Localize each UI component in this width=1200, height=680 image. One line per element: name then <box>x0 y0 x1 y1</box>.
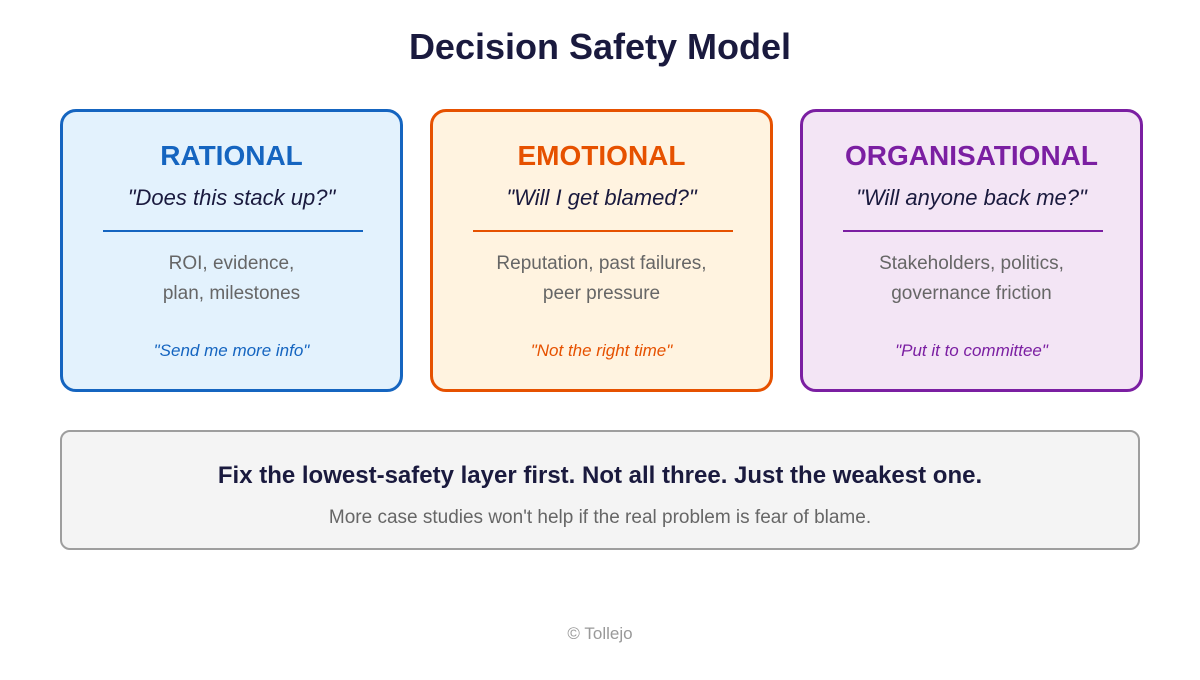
summary-box: Fix the lowest-safety layer first. Not a… <box>60 430 1140 550</box>
summary-heading: Fix the lowest-safety layer first. Not a… <box>217 462 983 489</box>
divider <box>843 230 1103 232</box>
copyright-footer: © Tollejo <box>567 624 633 643</box>
card-title: EMOTIONAL <box>517 140 686 171</box>
card-description: Reputation, past failures, peer pressure <box>433 249 770 309</box>
card-tagline: "Send me more info" <box>153 341 310 360</box>
description-line: ROI, evidence, <box>168 253 295 274</box>
divider <box>473 230 733 232</box>
description-line: governance friction <box>891 283 1052 304</box>
card-question: "Will anyone back me?" <box>856 185 1087 210</box>
card-title: ORGANISATIONAL <box>844 140 1099 171</box>
card-rational: RATIONAL "Does this stack up?" ROI, evid… <box>60 109 403 392</box>
description-line: Stakeholders, politics, <box>879 253 1064 274</box>
card-question: "Does this stack up?" <box>127 185 336 210</box>
divider <box>103 230 363 232</box>
card-emotional: EMOTIONAL "Will I get blamed?" Reputatio… <box>430 109 773 392</box>
card-description: ROI, evidence, plan, milestones <box>63 249 400 309</box>
card-tagline: "Put it to committee" <box>895 341 1048 360</box>
card-title: RATIONAL <box>160 140 303 171</box>
card-organisational: ORGANISATIONAL "Will anyone back me?" St… <box>800 109 1143 392</box>
card-tagline: "Not the right time" <box>530 341 673 360</box>
description-line: plan, milestones <box>162 283 301 304</box>
summary-subtext: More case studies won't help if the real… <box>328 507 872 528</box>
card-description: Stakeholders, politics, governance fricti… <box>803 249 1140 309</box>
page-title: Decision Safety Model <box>408 26 792 67</box>
description-line: peer pressure <box>542 283 661 304</box>
description-line: Reputation, past failures, <box>496 253 707 274</box>
card-question: "Will I get blamed?" <box>506 185 697 210</box>
